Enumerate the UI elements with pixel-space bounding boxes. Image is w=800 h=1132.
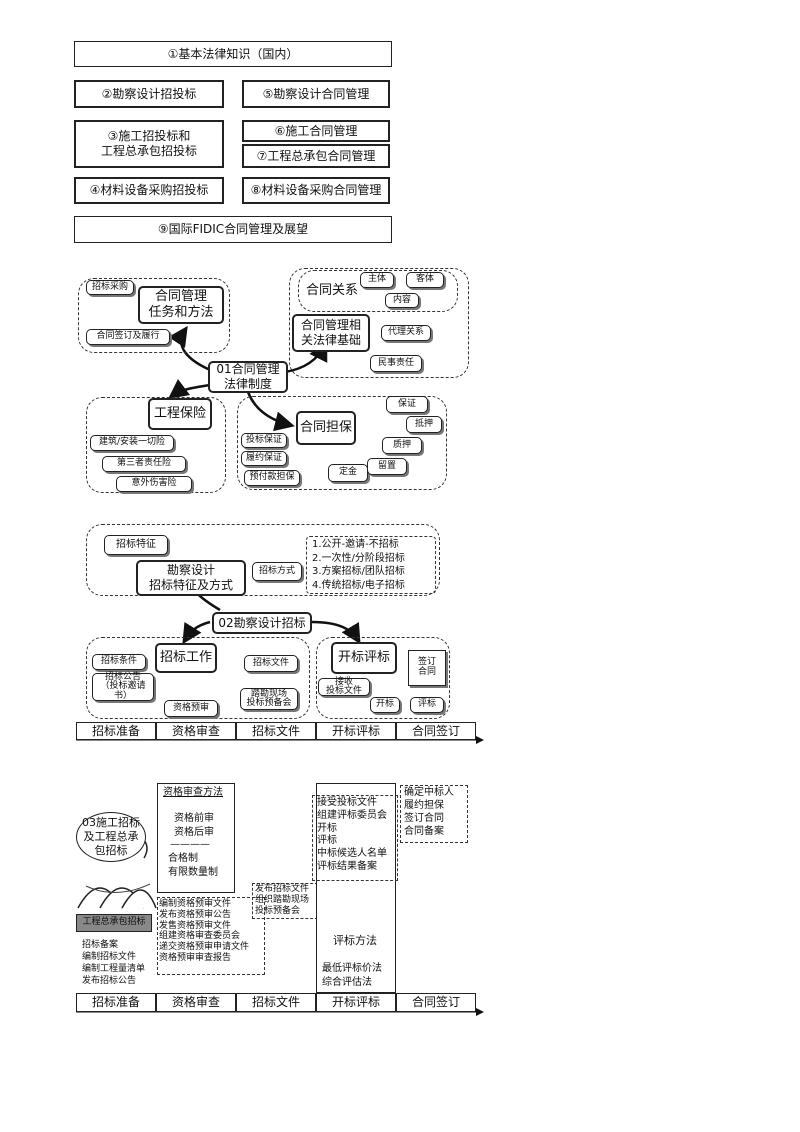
third-party-insurance: 第三者责任险 — [102, 456, 186, 472]
timeline2-qual: 资格审查 — [156, 993, 236, 1012]
opening-label: 开标 — [370, 697, 400, 713]
timeline1-docs: 招标文件 — [236, 722, 316, 740]
guarantee-title: 合同担保 — [296, 411, 356, 445]
qual-divider: ———— — [170, 838, 210, 851]
agency-label: 代理关系 — [381, 325, 431, 341]
pledge-label: 质押 — [382, 437, 422, 454]
procurement-label: 招标采购 — [86, 280, 134, 295]
methods-label: 招标方式 — [252, 562, 302, 581]
timeline2-contract: 合同签订 — [396, 993, 476, 1012]
timeline2-prep: 招标准备 — [76, 993, 156, 1012]
timeline1-eval: 开标评标 — [316, 722, 396, 740]
mortgage-label: 抵押 — [406, 416, 442, 433]
construction-insurance: 建筑/安装一切险 — [90, 435, 174, 451]
subject-label: 主体 — [360, 272, 394, 288]
features-label: 招标特征 — [104, 535, 168, 555]
announcement-label: 招标公告 （投标邀请 书） — [92, 673, 154, 701]
object-label: 客体 — [406, 272, 444, 288]
eval-steps: 接受投标文件 组建评标委员会 开标 评标 中标候选人名单 评标结果备案 — [317, 797, 387, 874]
surety-label: 保证 — [386, 396, 428, 413]
documents-label: 招标文件 — [244, 655, 298, 672]
receive-bids-label: 接收 投标文件 — [318, 678, 370, 696]
accident-insurance: 意外伤害险 — [116, 476, 192, 492]
eval-methods-title: 评标方法 — [333, 934, 377, 948]
epc-label: 工程总承包招标 — [76, 914, 152, 932]
contract-list: 确定中标人 履约担保 签订合同 合同备案 — [404, 786, 454, 838]
evaluation-title: 开标评标 — [331, 642, 397, 674]
prep-list: 招标备案 编制招标文件 编制工程量清单 发布招标公告 — [82, 939, 145, 988]
insurance-title: 工程保险 — [148, 398, 212, 430]
qual-list: 资格前审 资格后审 — [174, 812, 214, 839]
tasks-title: 合同管理 任务和方法 — [138, 286, 224, 324]
section2-center: 02勘察设计招标 — [212, 612, 312, 634]
docs-list: 发布招标文件 组织踏勘现场 投标预备会 — [255, 884, 309, 916]
prequal-label: 资格预审 — [164, 700, 218, 717]
timeline1-qual: 资格审查 — [156, 722, 236, 740]
sign-contract-label: 签订 合同 — [408, 650, 446, 686]
bid-guarantee: 投标保证 — [241, 433, 287, 448]
section3-center: 03施工招标 及工程总承 包招标 — [76, 812, 146, 862]
timeline1-contract: 合同签订 — [396, 722, 476, 740]
deposit-label: 定金 — [328, 464, 368, 482]
qual-steps: 编制资格预审文件 发布资格预审公告 发售资格预审文件 组建资格审查委员会 递交资… — [159, 899, 249, 964]
lien-label: 留置 — [367, 458, 407, 475]
content-label: 内容 — [385, 293, 419, 308]
qual-list2: 合格制 有限数量制 — [168, 852, 218, 879]
site-visit-label: 踏勘现场 投标预备会 — [240, 688, 298, 710]
section1-center: 01合同管理 法律制度 — [208, 361, 288, 393]
qual-title: 资格审查方法 — [163, 786, 223, 799]
law-basis-title: 合同管理相 关法律基础 — [292, 314, 370, 352]
civil-liability-label: 民事责任 — [370, 355, 422, 372]
signing-label: 合同签订及履行 — [86, 329, 170, 345]
eval-methods: 最低评标价法 综合评估法 — [322, 962, 382, 989]
timeline2-docs: 招标文件 — [236, 993, 316, 1012]
timeline1-prep: 招标准备 — [76, 722, 156, 740]
performance-guarantee: 履约保证 — [241, 451, 287, 466]
timeline2-eval: 开标评标 — [316, 993, 396, 1012]
work-title: 招标工作 — [155, 643, 217, 673]
review-label: 评标 — [410, 697, 444, 713]
features-title: 勘察设计 招标特征及方式 — [136, 560, 246, 596]
relations-title: 合同关系 — [306, 283, 358, 300]
methods-list-frame — [306, 536, 436, 594]
advance-guarantee: 预付款担保 — [244, 470, 300, 486]
conditions-label: 招标条件 — [92, 654, 146, 670]
